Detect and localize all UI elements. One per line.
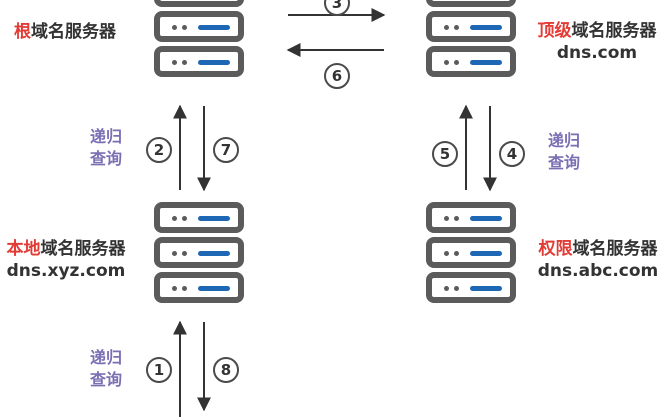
step-8-badge: 8 (213, 357, 239, 383)
recursion-line-1: 递归 (89, 127, 122, 146)
root-server-icon (154, 0, 244, 81)
local-server-rest: 域名服务器 (40, 239, 126, 259)
local-server-highlight: 本地 (6, 239, 41, 259)
tld-server-rest: 域名服务器 (571, 21, 657, 41)
recursion-line-1: 递归 (89, 348, 122, 367)
recursion-label-root-local: 递归 查询 (86, 126, 126, 170)
recursion-line-2: 查询 (89, 149, 122, 168)
step-5-badge: 5 (432, 141, 458, 167)
step-6-badge: 6 (324, 63, 350, 89)
recursion-line-2: 查询 (89, 370, 122, 389)
step-4-badge: 4 (499, 141, 525, 167)
step-3-badge: 3 (324, 0, 350, 16)
authoritative-server-label: 权限域名服务器 dns.abc.com (532, 238, 664, 282)
local-server-domain: dns.xyz.com (6, 261, 126, 281)
tld-server-label: 顶级域名服务器 dns.com (532, 20, 662, 64)
tld-server-highlight: 顶级 (537, 21, 572, 41)
authoritative-server-icon (426, 202, 516, 307)
root-server-rest: 域名服务器 (31, 22, 116, 42)
tld-server-icon (426, 0, 516, 81)
local-server-label: 本地域名服务器 dns.xyz.com (2, 238, 130, 282)
root-server-highlight: 根 (14, 22, 31, 42)
step-7-badge: 7 (213, 137, 239, 163)
root-server-label: 根域名服务器 (14, 21, 116, 43)
authoritative-server-domain: dns.abc.com (537, 261, 659, 281)
recursion-line-1: 递归 (547, 131, 580, 150)
authoritative-server-rest: 域名服务器 (572, 239, 658, 259)
step-1-badge: 1 (146, 357, 172, 383)
step-2-badge: 2 (146, 137, 172, 163)
recursion-label-local-client: 递归 查询 (86, 347, 126, 391)
recursion-line-2: 查询 (547, 153, 580, 172)
recursion-label-tld-auth: 递归 查询 (544, 130, 584, 174)
authoritative-server-highlight: 权限 (538, 239, 573, 259)
local-server-icon (154, 202, 244, 307)
tld-server-domain: dns.com (556, 43, 638, 63)
